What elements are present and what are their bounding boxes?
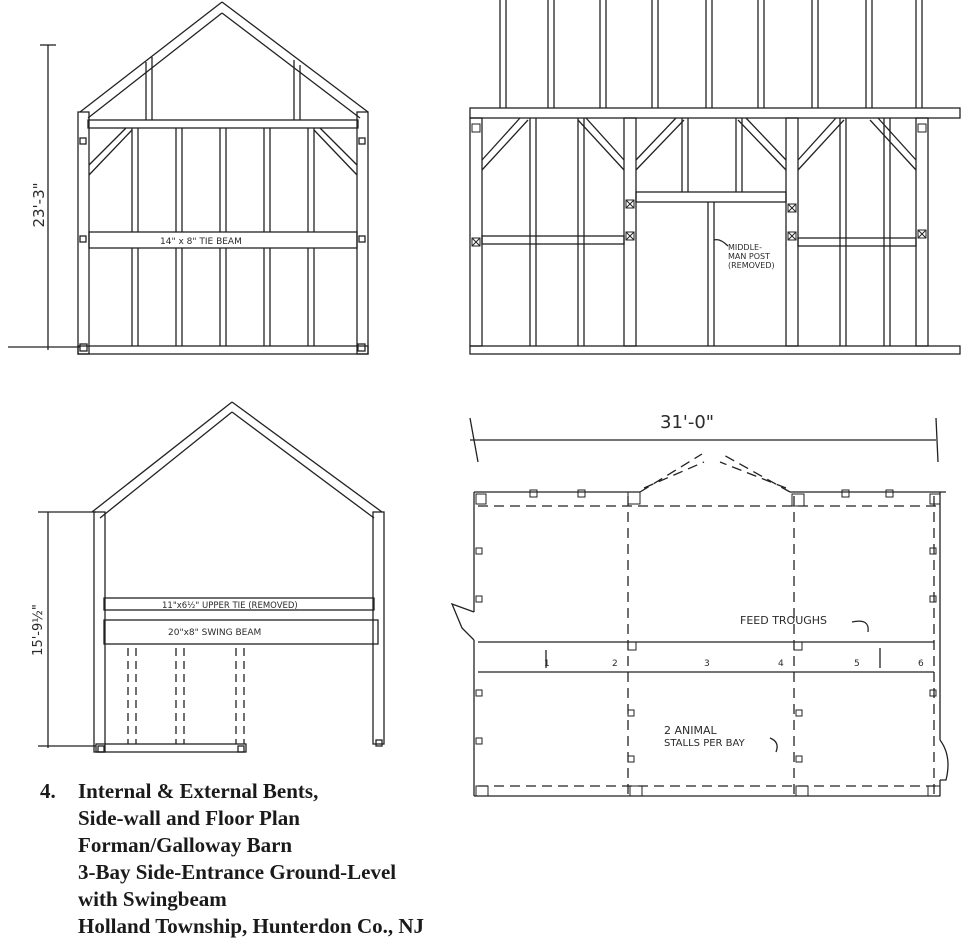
side-wall-drawing	[469, 0, 961, 355]
upper-tie-label: 11"x6½" UPPER TIE (REMOVED)	[162, 601, 298, 611]
caption-line-6: Holland Township, Hunterdon Co., NJ	[78, 914, 425, 938]
stall-number-4: 4	[778, 659, 784, 669]
stall-number-5: 5	[854, 659, 860, 669]
animal-stalls-note-line-2: STALLS PER BAY	[664, 738, 746, 749]
figure-caption: 4. Internal & External Bents, Side-wall a…	[40, 778, 560, 940]
floor-plan-width-dimension: 31'-0"	[660, 412, 714, 433]
middle-man-post-note-line-3: (REMOVED)	[728, 261, 775, 270]
figure-number: 4.	[40, 779, 56, 803]
floor-plan-drawing	[450, 417, 949, 797]
caption-line-1: Internal & External Bents,	[78, 779, 319, 803]
swing-beam-label: 20"x8" SWING BEAM	[168, 628, 261, 638]
feed-troughs-label: FEED TROUGHS	[740, 614, 827, 627]
caption-line-5: with Swingbeam	[78, 887, 227, 911]
stall-number-3: 3	[704, 659, 710, 669]
stall-number-2: 2	[612, 659, 618, 669]
tie-beam-label: 14" x 8" TIE BEAM	[160, 237, 242, 247]
caption-line-2: Side-wall and Floor Plan	[78, 806, 300, 830]
external-bent-height-dimension: 15'-9½"	[31, 604, 46, 656]
internal-bent-drawing	[8, 1, 369, 355]
middle-man-post-note-line-1: MIDDLE-	[728, 243, 762, 252]
external-bent-drawing	[38, 401, 385, 753]
caption-line-3: Forman/Galloway Barn	[78, 833, 293, 857]
middle-man-post-note-line-2: MAN POST	[728, 252, 770, 261]
internal-bent-height-dimension: 23'-3"	[30, 182, 48, 227]
caption-line-4: 3-Bay Side-Entrance Ground-Level	[78, 860, 397, 884]
stall-number-6: 6	[918, 659, 924, 669]
stall-number-1: 1	[544, 659, 550, 669]
animal-stalls-note-line-1: 2 ANIMAL	[664, 724, 718, 737]
